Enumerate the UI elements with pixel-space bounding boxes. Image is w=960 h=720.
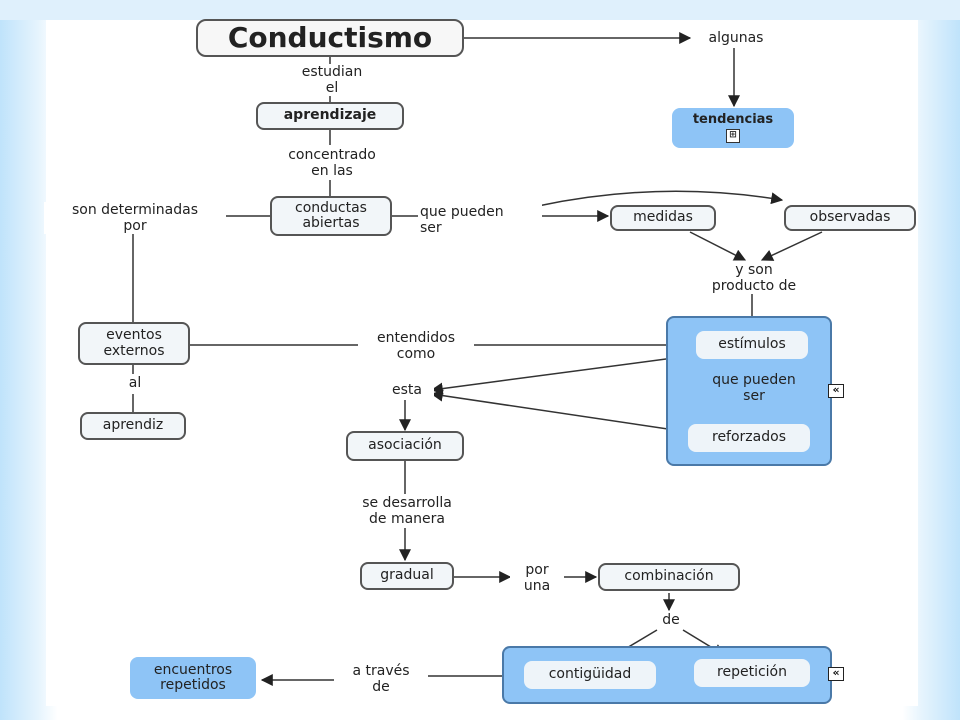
concept-map-icon[interactable]: ⊞	[726, 129, 740, 144]
node-gradual[interactable]: gradual	[360, 562, 454, 590]
label-son-determinadas-por: son determinadas por	[44, 202, 226, 235]
collapse-icon[interactable]: «	[828, 667, 844, 681]
label-algunas: algunas	[694, 30, 778, 47]
label-entendidos-como: entendidos como	[358, 330, 474, 363]
node-conductismo[interactable]: Conductismo	[196, 19, 464, 57]
label-estudian-el: estudian el	[280, 64, 384, 97]
label-por-una: por una	[510, 562, 564, 595]
node-conductas-abiertas[interactable]: conductas abiertas	[270, 196, 392, 236]
background-top	[0, 0, 960, 20]
node-contiguidad[interactable]: contigüidad	[524, 661, 656, 689]
node-estimulos[interactable]: estímulos	[696, 331, 808, 359]
node-aprendizaje[interactable]: aprendizaje	[256, 102, 404, 130]
label-se-desarrolla: se desarrolla de manera	[330, 495, 484, 528]
label-al: al	[118, 375, 152, 392]
label-que-pueden-ser-1: que pueden ser	[418, 204, 542, 237]
node-tendencias[interactable]: tendencias ⊞	[672, 108, 794, 148]
node-eventos-externos[interactable]: eventos externos	[78, 322, 190, 365]
node-reforzados[interactable]: reforzados	[688, 424, 810, 452]
node-encuentros-repetidos[interactable]: encuentros repetidos	[130, 657, 256, 699]
label-a-traves-de: a través de	[334, 663, 428, 696]
node-medidas[interactable]: medidas	[610, 205, 716, 231]
label-de: de	[654, 612, 688, 629]
node-observadas[interactable]: observadas	[784, 205, 916, 231]
node-combinacion[interactable]: combinación	[598, 563, 740, 591]
label-y-son-producto-de: y son producto de	[692, 262, 816, 295]
collapse-icon[interactable]: «	[828, 384, 844, 398]
node-aprendiz[interactable]: aprendiz	[80, 412, 186, 440]
label-que-pueden-ser-2: que pueden ser	[692, 372, 816, 405]
label-esta: esta	[380, 382, 434, 399]
node-repeticion[interactable]: repetición	[694, 659, 810, 687]
label-concentrado-en-las: concentrado en las	[268, 147, 396, 180]
node-tendencias-label: tendencias	[692, 111, 774, 127]
node-asociacion[interactable]: asociación	[346, 431, 464, 461]
